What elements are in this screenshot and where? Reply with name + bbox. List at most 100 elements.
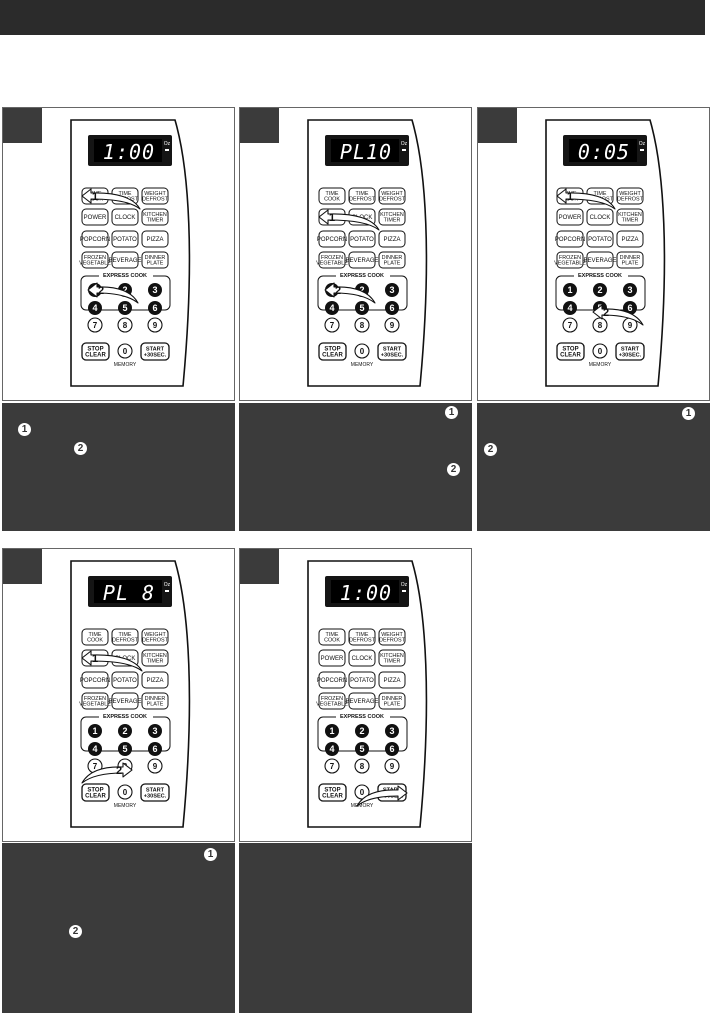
key-label: POWER — [84, 215, 107, 221]
key-popcorn: POPCORN — [317, 230, 347, 248]
number-button-8: 8 — [117, 317, 133, 333]
start-30sec-label: START+30SEC. — [619, 347, 642, 359]
callout-number: 2 — [98, 285, 104, 297]
display-indicator-oz: Oz — [164, 582, 171, 588]
key-pizza: PIZZA — [378, 671, 406, 689]
number-button-label: 7 — [93, 762, 98, 771]
callout-number: 2 — [335, 285, 341, 297]
microwave-control-panel-illustration: 0:05OzTIMECOOKTIMEDEFROSTWEIGHTDEFROSTPO… — [545, 119, 666, 387]
express-button-number: 3 — [627, 285, 632, 295]
step-description-2: 1 2 — [239, 403, 472, 531]
display-readout: PL10 — [340, 140, 392, 164]
express-button-number: 6 — [627, 303, 632, 313]
zero-label: 0 — [123, 347, 128, 356]
number-button-9: 9 — [622, 317, 638, 333]
number-button-7: 7 — [324, 758, 340, 774]
number-button-8: 8 — [354, 317, 370, 333]
express-button-number: 5 — [359, 303, 364, 313]
express-cook-button-4: 4 — [88, 301, 102, 315]
express-cook-button-6: 6 — [385, 301, 399, 315]
key-clock: CLOCK — [586, 208, 614, 226]
marker-circle-2: 2 — [447, 463, 460, 476]
express-cook-button-4: 4 — [325, 301, 339, 315]
express-cook-label: EXPRESS COOK — [103, 714, 147, 720]
key-label: POPCORN — [555, 237, 585, 243]
memory-label: MEMORY — [114, 362, 137, 368]
key-label: POWER — [321, 656, 344, 662]
express-cook-label: EXPRESS COOK — [103, 273, 147, 279]
callout-number: 1 — [92, 191, 98, 203]
number-button-label: 8 — [123, 321, 128, 330]
key-beverage: BEVERAGE — [345, 251, 379, 269]
start-30sec-button: START+30SEC. — [377, 342, 407, 361]
key-power: POWER — [556, 208, 584, 226]
express-cook-button-5: 5 — [118, 742, 132, 756]
express-cook-button-3: 3 — [148, 283, 162, 297]
number-button-9: 9 — [147, 758, 163, 774]
key-label: POTATO — [350, 678, 374, 684]
zero-label: 0 — [360, 347, 365, 356]
express-cook-button-4: 4 — [88, 742, 102, 756]
express-cook-button-5: 5 — [355, 301, 369, 315]
number-button-8: 8 — [354, 758, 370, 774]
key-label: PIZZA — [146, 237, 163, 243]
number-button-label: 9 — [390, 762, 395, 771]
express-cook-label-bg — [99, 270, 153, 279]
callout-number: 1 — [92, 653, 98, 665]
microwave-control-panel-illustration: 1:00OzTIMECOOKTIMEDEFROSTWEIGHTDEFROSTPO… — [70, 119, 191, 387]
express-cook-button-6: 6 — [148, 301, 162, 315]
start-30sec-label: START+30SEC. — [144, 788, 167, 800]
key-label: POTATO — [350, 237, 374, 243]
callout-arrow — [356, 785, 408, 807]
display-indicator-dot — [640, 149, 644, 151]
callout-number: 2 — [116, 765, 122, 777]
key-label: POPCORN — [317, 237, 347, 243]
microwave-control-panel-illustration: PL10OzTIMECOOKTIMEDEFROSTWEIGHTDEFROSTPO… — [307, 119, 428, 387]
express-button-number: 6 — [389, 303, 394, 313]
display-indicator-dot — [165, 590, 169, 592]
express-cook-button-2: 2 — [355, 724, 369, 738]
express-cook-button-3: 3 — [148, 724, 162, 738]
express-button-number: 5 — [122, 744, 127, 754]
express-button-number: 5 — [122, 303, 127, 313]
header-bar — [0, 0, 705, 35]
start-30sec-button: START+30SEC. — [140, 783, 170, 802]
display-indicator-oz: Oz — [401, 141, 408, 147]
callout-arrow: 1 — [318, 209, 380, 231]
key-label: POPCORN — [317, 678, 347, 684]
key-popcorn: POPCORN — [317, 671, 347, 689]
callout-number: 1 — [329, 212, 335, 224]
express-button-number: 4 — [329, 744, 334, 754]
step-description-1: 1 2 — [2, 403, 235, 531]
number-button-label: 7 — [93, 321, 98, 330]
